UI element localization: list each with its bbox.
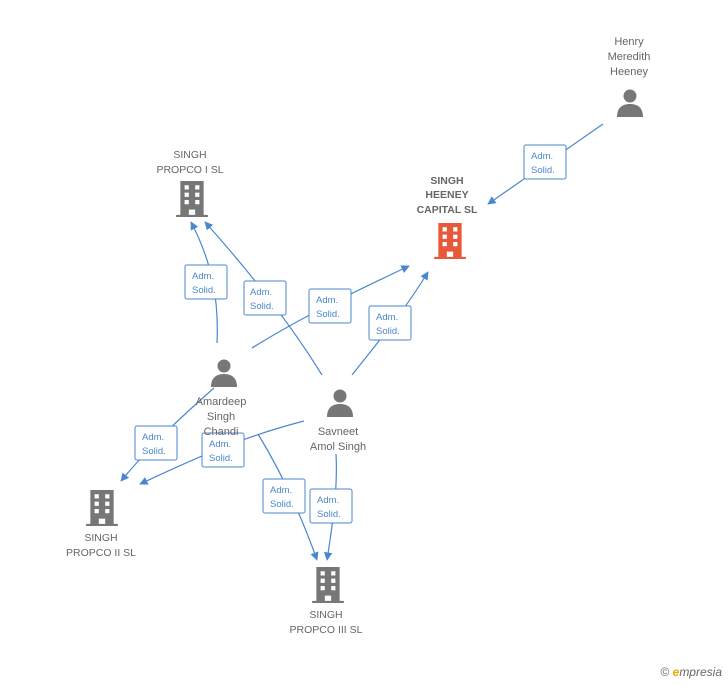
node-label-line: Savneet — [318, 426, 358, 438]
badge-savneet-propco3[interactable]: Adm. Solid. — [309, 488, 353, 524]
node-label-line: Heeney — [610, 66, 648, 78]
badge-amardeep-propco3[interactable]: Adm. Solid. — [262, 478, 306, 514]
badge-text-1: Adm. — [250, 287, 272, 298]
badge-text-1: Adm. — [270, 485, 292, 496]
node-label-line: Singh — [207, 411, 235, 423]
brand-logo-initial: e — [672, 665, 680, 679]
node-label-line: PROPCO I SL — [156, 164, 223, 176]
badges: Adm. Solid. Adm. Solid. Adm. Solid. Adm.… — [134, 144, 567, 524]
badge-text-2: Solid. — [376, 326, 400, 337]
node-label-line: Henry — [614, 36, 644, 48]
badge-henry-heeney[interactable]: Adm. Solid. — [523, 144, 567, 180]
badge-text-2: Solid. — [209, 453, 233, 464]
badge-text-2: Solid. — [316, 309, 340, 320]
badge-amardeep-propco1[interactable]: Adm. Solid. — [184, 264, 228, 300]
badge-text-2: Solid. — [531, 165, 555, 176]
node-propco2[interactable]: SINGH PROPCO II SL — [66, 490, 136, 559]
badge-text-1: Adm. — [376, 312, 398, 323]
node-label-line: Amol Singh — [310, 441, 366, 453]
building-icon — [434, 223, 466, 259]
node-propco1[interactable]: SINGH PROPCO I SL — [156, 149, 224, 217]
node-savneet[interactable]: Savneet Amol Singh — [310, 389, 366, 454]
badge-text-1: Adm. — [142, 432, 164, 443]
node-label-line: Amardeep — [196, 396, 247, 408]
node-label-line: SINGH — [430, 175, 463, 187]
node-propco3[interactable]: SINGH PROPCO III SL — [290, 567, 363, 636]
node-heeney-capital[interactable]: SINGH HEENEY CAPITAL SL — [417, 175, 478, 259]
badge-amardeep-heeney[interactable]: Adm. Solid. — [308, 288, 352, 324]
node-label-line: PROPCO II SL — [66, 547, 136, 559]
node-label-line: PROPCO III SL — [290, 624, 363, 636]
badge-text-2: Solid. — [270, 499, 294, 510]
person-icon — [211, 359, 237, 387]
badge-text-1: Adm. — [316, 295, 338, 306]
badge-text-1: Adm. — [192, 271, 214, 282]
badge-amardeep-propco2[interactable]: Adm. Solid. — [134, 425, 178, 461]
badge-savneet-propco2[interactable]: Adm. Solid. — [201, 432, 245, 468]
node-label-line: CAPITAL SL — [417, 204, 478, 216]
badge-savneet-propco1[interactable]: Adm. Solid. — [243, 280, 287, 316]
person-icon — [327, 389, 353, 417]
badge-text-2: Solid. — [250, 301, 274, 312]
brand-logo-text: mpresia — [679, 665, 722, 679]
badge-text-1: Adm. — [531, 151, 553, 162]
badge-text-2: Solid. — [192, 285, 216, 296]
node-label-line: Meredith — [608, 51, 651, 63]
building-icon — [312, 567, 344, 603]
building-icon — [86, 490, 118, 526]
building-icon — [176, 181, 208, 217]
node-label-line: HEENEY — [425, 189, 468, 201]
node-label-line: SINGH — [84, 532, 117, 544]
node-label-line: Chandi — [204, 426, 239, 438]
badge-savneet-heeney[interactable]: Adm. Solid. — [368, 305, 412, 341]
node-label-line: SINGH — [309, 609, 342, 621]
badge-text-1: Adm. — [317, 495, 339, 506]
node-label-line: SINGH — [173, 149, 206, 161]
node-henry[interactable]: Henry Meredith Heeney — [608, 36, 651, 117]
node-amardeep[interactable]: Amardeep Singh Chandi — [196, 359, 247, 439]
copyright-symbol: © — [660, 665, 670, 679]
badge-text-1: Adm. — [209, 439, 231, 450]
copyright-footer: © empresia — [660, 665, 722, 679]
badge-text-2: Solid. — [142, 446, 166, 457]
person-icon — [617, 89, 643, 117]
badge-text-2: Solid. — [317, 509, 341, 520]
